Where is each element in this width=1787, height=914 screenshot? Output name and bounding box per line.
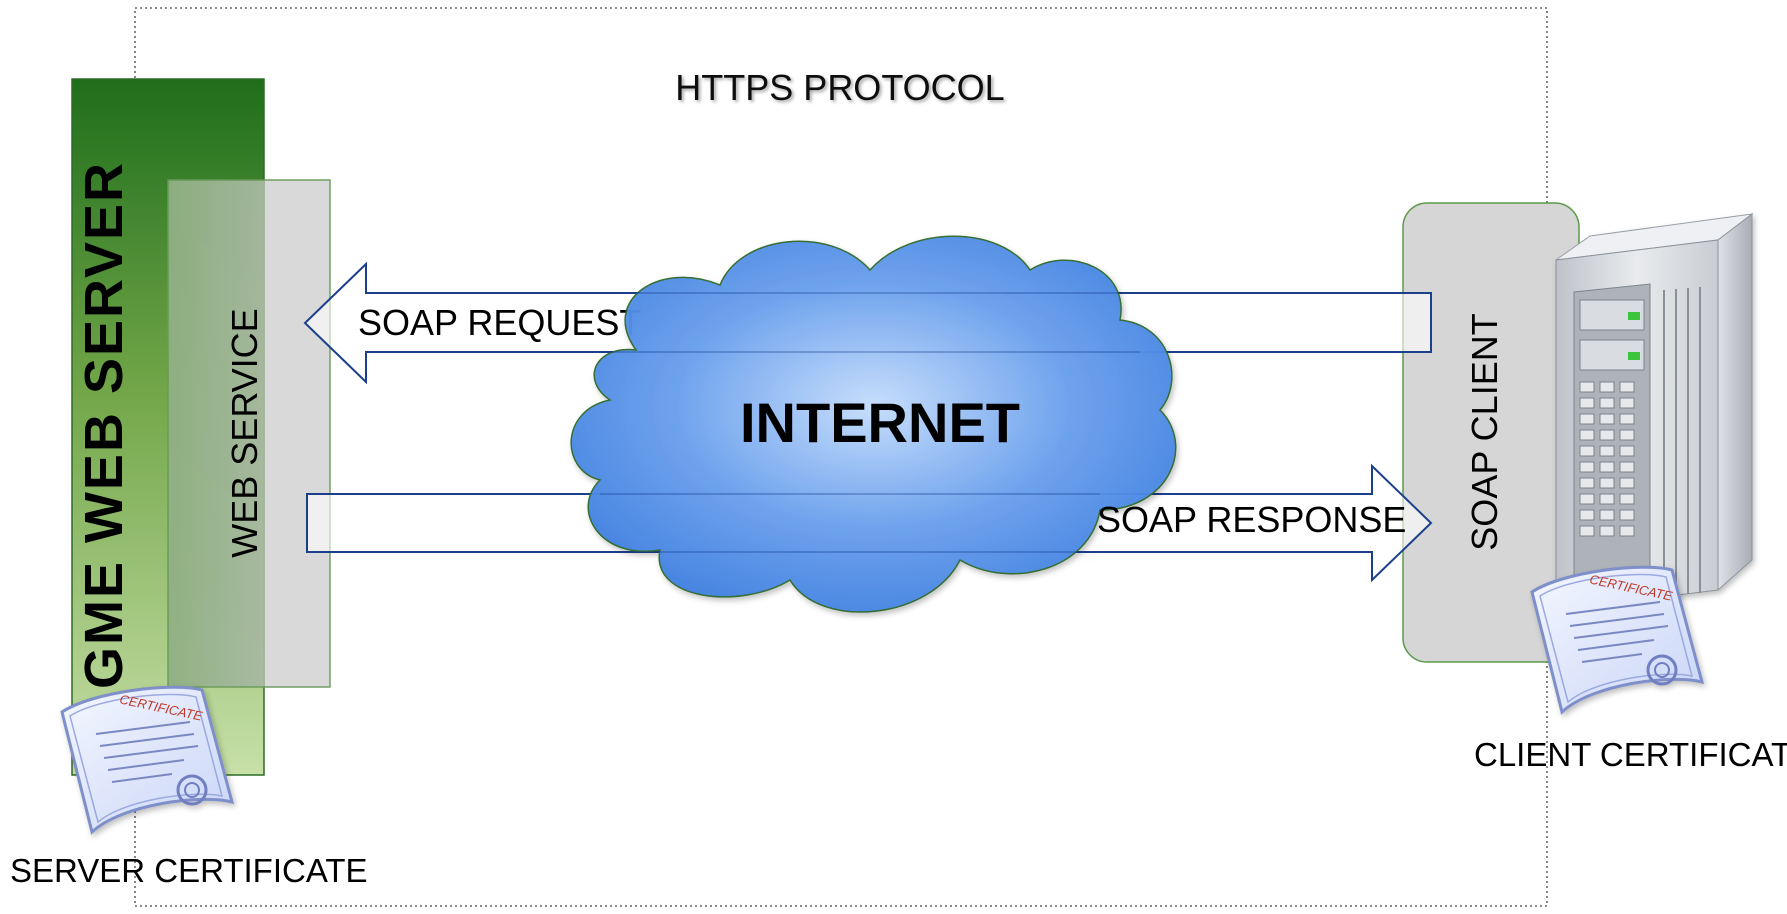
client-certificate-label: CLIENT CERTIFICATE [1474,736,1787,773]
internet-label: INTERNET [740,391,1020,454]
client-certificate-icon: CERTIFICATE [1530,565,1704,714]
soap-client-label: SOAP CLIENT [1464,313,1505,550]
server-certificate-label: SERVER CERTIFICATE [10,852,368,889]
gme-web-server-label: GME WEB SERVER [74,161,134,689]
web-service-panel [167,179,331,688]
server-certificate-icon: CERTIFICATE [60,685,234,834]
web-service-label: WEB SERVICE [224,308,265,557]
server-tower-icon [1555,212,1754,611]
soap-request-label: SOAP REQUEST [358,302,641,343]
soap-response-label: SOAP RESPONSE [1097,499,1406,540]
internet-cloud-icon [570,235,1177,613]
https-protocol-label: HTTPS PROTOCOL [675,67,1004,108]
